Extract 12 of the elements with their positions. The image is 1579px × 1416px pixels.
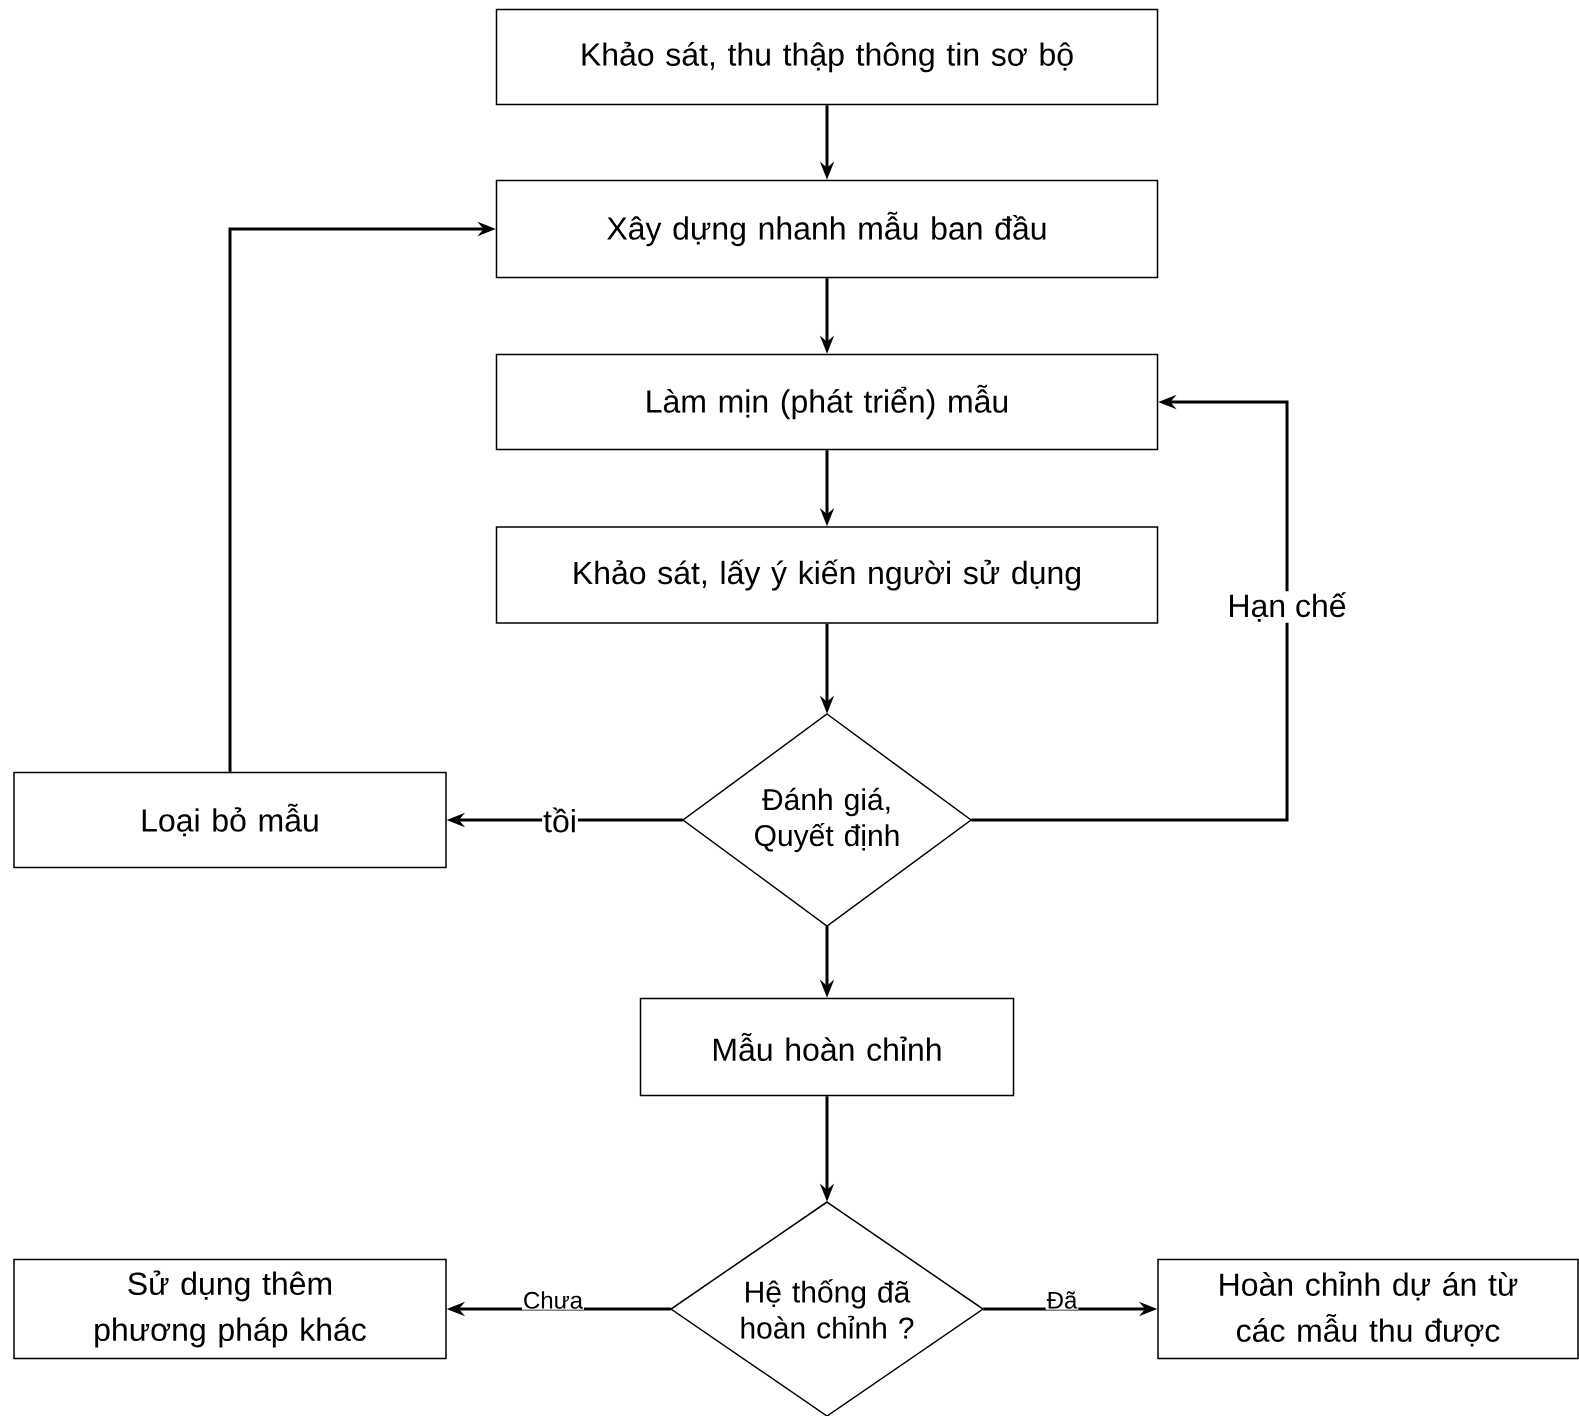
process-box: Khảo sát, thu thập thông tin sơ bộ xyxy=(495,8,1159,106)
edge-label: tồi xyxy=(542,806,578,834)
process-box: Hoàn chỉnh dự án từ các mẫu thu được xyxy=(1157,1258,1579,1360)
edge-label: Chưa xyxy=(521,1290,585,1310)
edge-label: Đã xyxy=(1045,1290,1079,1310)
edge-label: Hạn chế xyxy=(1226,591,1348,623)
process-box: Làm mịn (phát triển) mẫu xyxy=(495,353,1159,451)
process-box: Sử dụng thêm phương pháp khác xyxy=(13,1258,447,1360)
process-box: Loại bỏ mẫu xyxy=(13,771,447,869)
process-box: Khảo sát, lấy ý kiến người sử dụng xyxy=(495,526,1159,624)
process-box: Mẫu hoàn chỉnh xyxy=(639,997,1015,1097)
process-box: Xây dựng nhanh mẫu ban đầu xyxy=(495,179,1159,279)
